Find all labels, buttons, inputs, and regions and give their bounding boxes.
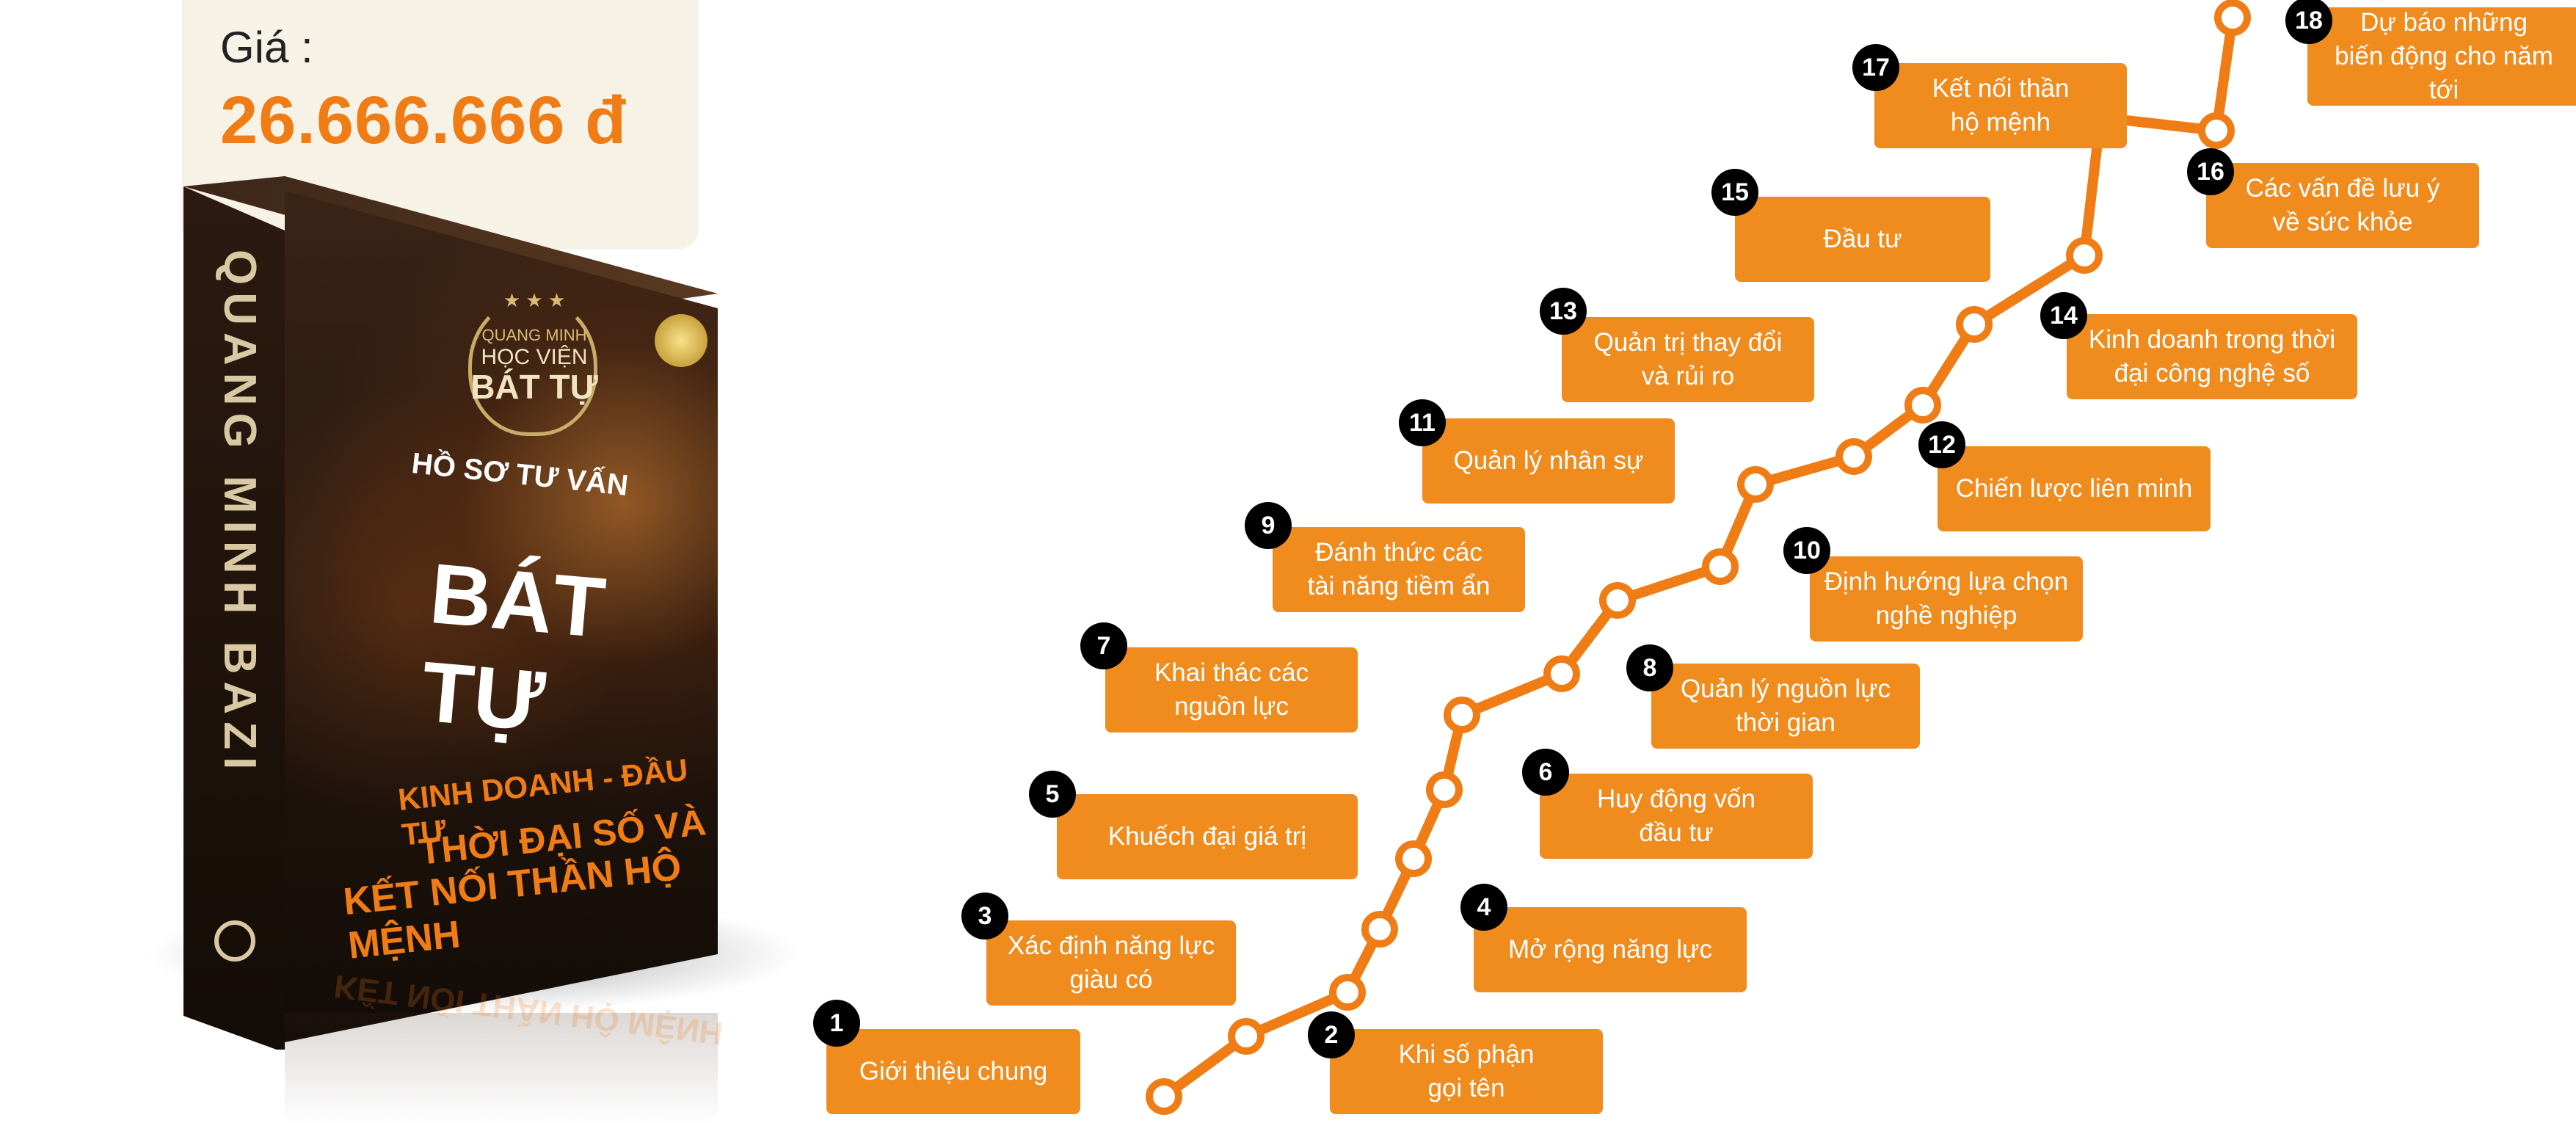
emblem-line2: BÁT TỰ [470,368,598,406]
step-label: Các vấn đề lưu ý về sức khỏe [2245,174,2440,236]
step-label: Đầu tư [1823,225,1902,253]
step-box: Kinh doanh trong thời đại công nghệ số [2067,314,2357,399]
path-node [1329,974,1366,1011]
path-node [1956,306,1993,343]
path-node [2066,237,2103,274]
academy-emblem: ★ ★ ★ QUANG MINH HỌC VIỆN BÁT TỰ [461,289,608,451]
laurel-wreath-icon [468,297,597,436]
step-box: Định hướng lựa chọn nghề nghiệp [1810,556,2083,642]
spine-title: QUANG MINH BAZI [214,250,265,777]
step-label: Khi số phận gọi tên [1398,1040,1535,1102]
price-label: Giá : [220,23,313,72]
step-label: Chiến lược liên minh [1955,474,2193,503]
step-label: Quản trị thay đổi và rủi ro [1593,328,1783,390]
step-number-badge: 1 [813,1000,860,1047]
step-label: Xác định năng lực giàu có [1007,931,1215,994]
step-number-badge: 6 [1522,749,1569,796]
path-node [1702,548,1739,585]
step-number-badge: 7 [1080,622,1127,669]
brand-logo-icon [214,920,255,962]
path-node [1599,582,1636,619]
step-box: Huy động vốn đầu tư [1540,774,1813,859]
path-node [1228,1018,1265,1055]
step-box: Kết nối thần hộ mệnh [1874,63,2127,148]
step-number-badge: 18 [2285,0,2332,44]
step-box: Khuếch đại giá trị [1057,794,1358,879]
step-number-badge: 2 [1308,1011,1355,1058]
step-label: Kinh doanh trong thời đại công nghệ số [2088,325,2336,388]
step-number-badge: 9 [1245,502,1292,549]
path-node [1904,387,1941,424]
path-node [1737,466,1774,503]
product-box [144,176,804,1123]
step-label: Kết nối thần hộ mệnh [1932,74,2070,137]
step-label: Định hướng lựa chọn nghề nghiệp [1824,567,2069,630]
box-spine [183,186,285,1050]
step-label: Giới thiệu chung [859,1057,1048,1086]
step-box: Quản lý nhân sự [1422,418,1675,504]
path-node [1395,840,1432,877]
step-box: Quản lý nguồn lực thời gian [1651,664,1920,749]
step-number-badge: 10 [1783,527,1830,574]
box-reflection [285,1013,718,1123]
step-label: Khai thác các nguồn lực [1154,658,1309,721]
step-number-badge: 16 [2187,148,2234,195]
step-box: Giới thiệu chung [826,1029,1080,1114]
step-number-badge: 15 [1711,169,1758,216]
emblem-stars: ★ ★ ★ [503,289,566,311]
step-box: Quản trị thay đổi và rủi ro [1562,317,1814,402]
step-number-badge: 12 [1918,421,1965,468]
step-box: Các vấn đề lưu ý về sức khỏe [2206,163,2479,248]
emblem-line1: HỌC VIỆN [481,345,588,369]
step-label: Quản lý nguồn lực thời gian [1680,675,1891,737]
step-number-badge: 3 [961,893,1008,940]
step-box: Đánh thức các tài năng tiềm ẩn [1273,527,1525,612]
step-label: Khuếch đại giá trị [1107,822,1307,851]
step-number-badge: 11 [1399,399,1446,446]
path-node [1146,1078,1182,1115]
path-node [1361,911,1398,948]
step-number-badge: 17 [1852,44,1899,91]
step-box: Dự báo những biến động cho năm tới [2307,7,2576,106]
step-number-badge: 8 [1626,644,1673,691]
step-label: Huy động vốn đầu tư [1597,785,1755,847]
step-label: Quản lý nhân sự [1453,446,1644,475]
step-box: Đầu tư [1735,197,1990,282]
step-label: Đánh thức các tài năng tiềm ẩn [1307,538,1491,600]
step-number-badge: 13 [1540,288,1587,335]
emblem-brand: QUANG MINH [481,326,587,344]
step-box: Khai thác các nguồn lực [1105,647,1358,733]
path-node [1835,438,1872,475]
path-node [1444,697,1480,733]
path-node [2214,0,2251,36]
step-box: Xác định năng lực giàu có [986,920,1236,1006]
step-label: Dự báo những biến động cho năm tới [2335,8,2553,104]
gold-seal-icon [655,314,707,367]
step-box: Chiến lược liên minh [1938,446,2211,531]
path-node [2198,112,2235,149]
step-number-badge: 14 [2040,292,2087,339]
path-node [1543,655,1580,692]
step-number-badge: 5 [1029,771,1076,818]
step-number-badge: 4 [1460,884,1507,931]
step-label: Mở rộng năng lực [1508,935,1712,964]
price-value: 26.666.666 đ [220,83,627,158]
step-box: Mở rộng năng lực [1474,907,1747,992]
step-box: Khi số phận gọi tên [1330,1029,1603,1114]
path-node [1426,771,1463,808]
